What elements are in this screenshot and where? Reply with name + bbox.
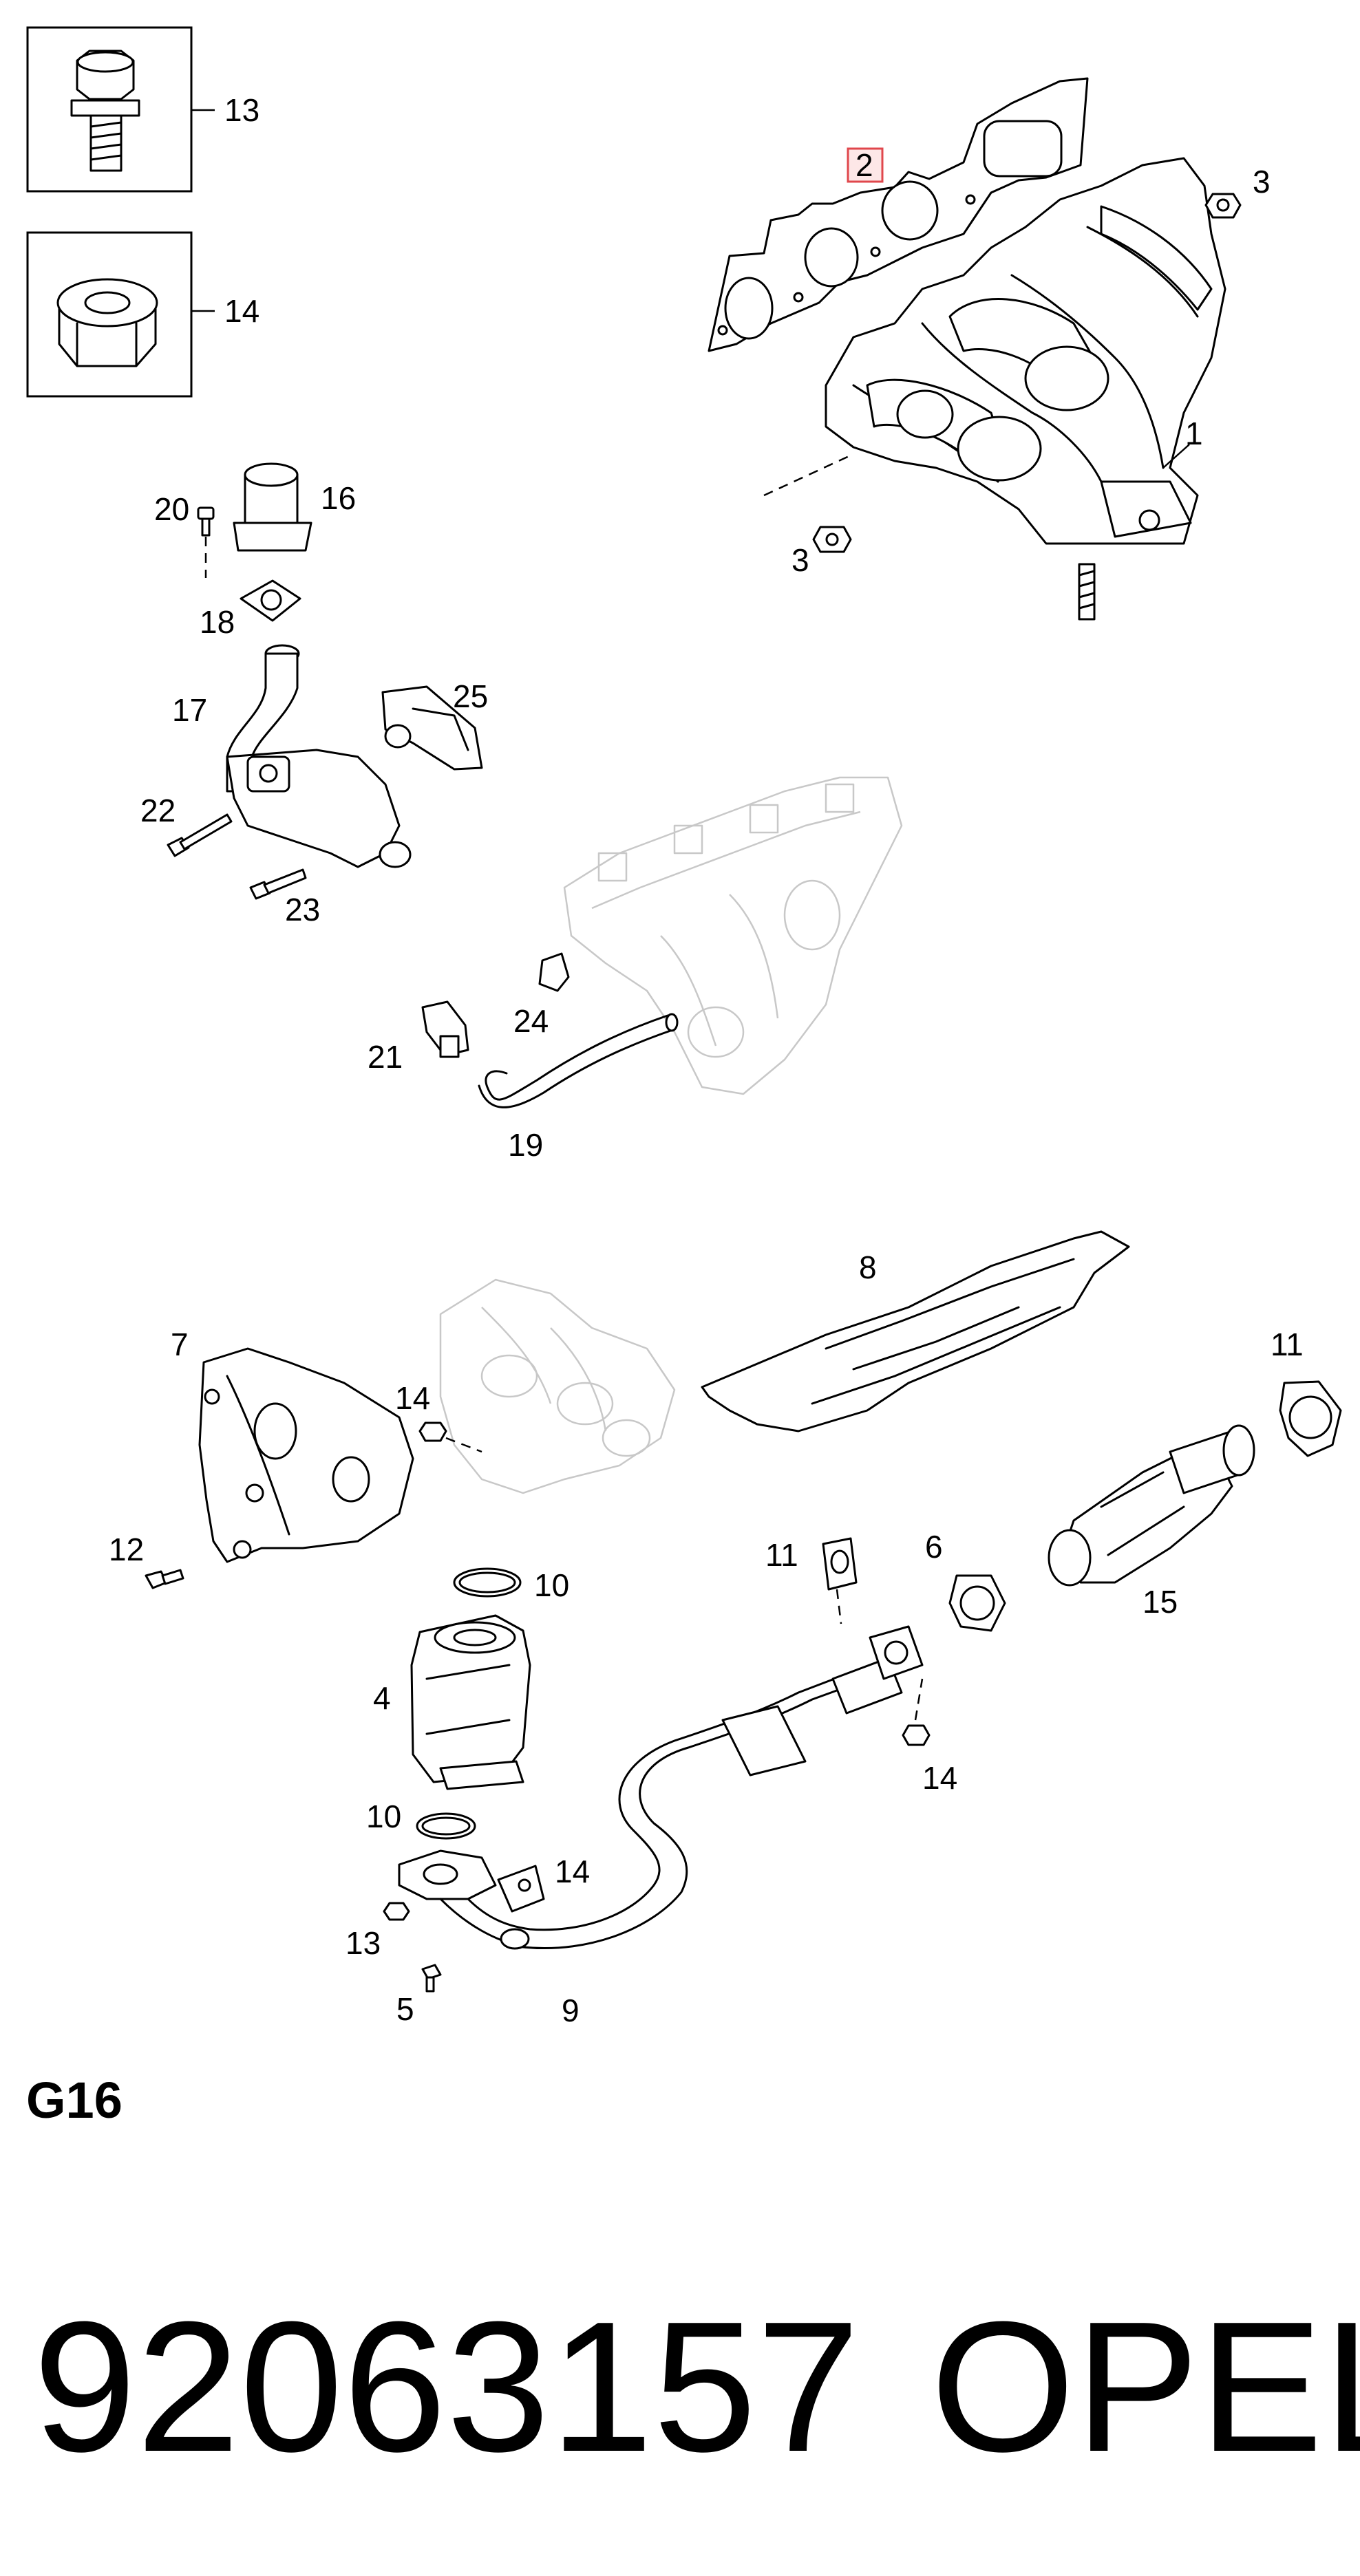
heat-shield-8: 8 <box>701 1230 1130 1432</box>
callout-6: 15 <box>1143 1584 1178 1620</box>
callout-22: 22 <box>140 793 176 828</box>
callout-3-upper: 3 <box>1253 164 1271 200</box>
callout-7: 7 <box>171 1327 189 1362</box>
inset-callout-14: 14 <box>224 293 259 329</box>
flange-gasket-11-mid: 6 <box>925 1529 1006 1632</box>
callout-10-lower: 10 <box>366 1799 401 1834</box>
callout-14-upper: 14 <box>395 1380 430 1416</box>
flange-gasket-11-right: 11 <box>1271 1327 1342 1457</box>
callout-3-lower: 3 <box>791 542 809 578</box>
bolt-23: 23 <box>249 868 320 927</box>
bolt-13-lower: 5 <box>396 1964 442 2027</box>
callout-4: 4 <box>373 1680 391 1716</box>
bracket-9: 14 <box>497 1854 590 1913</box>
air-pipe-17: 17 <box>172 644 412 868</box>
callout-11-right: 11 <box>1271 1327 1304 1362</box>
catalytic-converter-6: 15 <box>1048 1424 1255 1620</box>
bolt-22: 22 <box>140 793 233 857</box>
seal-ring-10-lower: 10 <box>366 1799 476 1840</box>
callout-12: 12 <box>109 1532 144 1567</box>
callout-25: 25 <box>453 678 488 714</box>
ghost-manifold-lower <box>439 1278 676 1494</box>
seal-ring-10-upper: 10 <box>453 1567 569 1603</box>
callout-17: 17 <box>172 692 207 728</box>
screw-20: 20 <box>154 491 215 578</box>
callout-15: 11 <box>765 1537 798 1573</box>
callout-23: 23 <box>285 892 320 927</box>
callout-8: 8 <box>859 1249 877 1285</box>
callout-5: 9 <box>562 1993 580 2028</box>
callout-24: 24 <box>513 1003 549 1039</box>
callout-14-lower-right: 14 <box>922 1760 957 1796</box>
callout-16: 16 <box>321 480 356 516</box>
bolt-12: 12 <box>109 1532 184 1589</box>
front-pipe-5: 9 <box>398 1625 924 2028</box>
manifold-gasket-2 <box>708 77 1089 352</box>
pre-catalyst-4: 4 <box>373 1614 531 1790</box>
rubber-mount-15: 11 <box>765 1537 858 1624</box>
air-pump-valve-16: 16 <box>233 462 356 552</box>
part-number: 92063157 <box>33 2284 860 2491</box>
nut-14-lower-left: 13 <box>346 1902 410 1961</box>
manifold-heat-shield-7: 7 <box>171 1327 414 1563</box>
engine-code-label: G16 <box>26 2072 123 2129</box>
callout-2: 2 <box>856 147 873 183</box>
callout-21: 21 <box>368 1039 403 1075</box>
callout-14-lower-left: 13 <box>346 1925 381 1961</box>
callout-13-lower: 5 <box>396 1991 414 2027</box>
callout-20: 20 <box>154 491 189 527</box>
brand-name: OPEL <box>931 2284 1360 2491</box>
callout-10-upper: 10 <box>534 1567 569 1603</box>
callout-9: 14 <box>555 1854 590 1889</box>
inset-bolt-13: 13 <box>26 26 259 193</box>
gasket-18: 18 <box>200 579 301 640</box>
inset-nut-14: 14 <box>26 231 259 398</box>
gasket-25: 25 <box>381 678 488 771</box>
callout-2-highlight: 2 <box>847 147 884 183</box>
valve-21: 21 <box>368 1000 469 1075</box>
exhaust-manifold-1: 1 <box>825 157 1226 621</box>
nut-14-lower-right: 14 <box>902 1678 957 1796</box>
inset-callout-13: 13 <box>224 92 259 128</box>
nut-3-lower: 3 <box>763 453 854 578</box>
hose-19: 19 <box>478 1013 679 1163</box>
callout-19: 19 <box>508 1127 543 1163</box>
nut-14-upper: 14 <box>395 1380 482 1453</box>
nut-3-upper: 3 <box>1204 164 1271 219</box>
callout-1: 1 <box>1185 416 1203 451</box>
ghost-manifold-upper <box>563 776 903 1095</box>
bracket-24: 24 <box>513 952 570 1039</box>
callout-11-mid: 6 <box>925 1529 943 1565</box>
callout-18: 18 <box>200 604 235 640</box>
